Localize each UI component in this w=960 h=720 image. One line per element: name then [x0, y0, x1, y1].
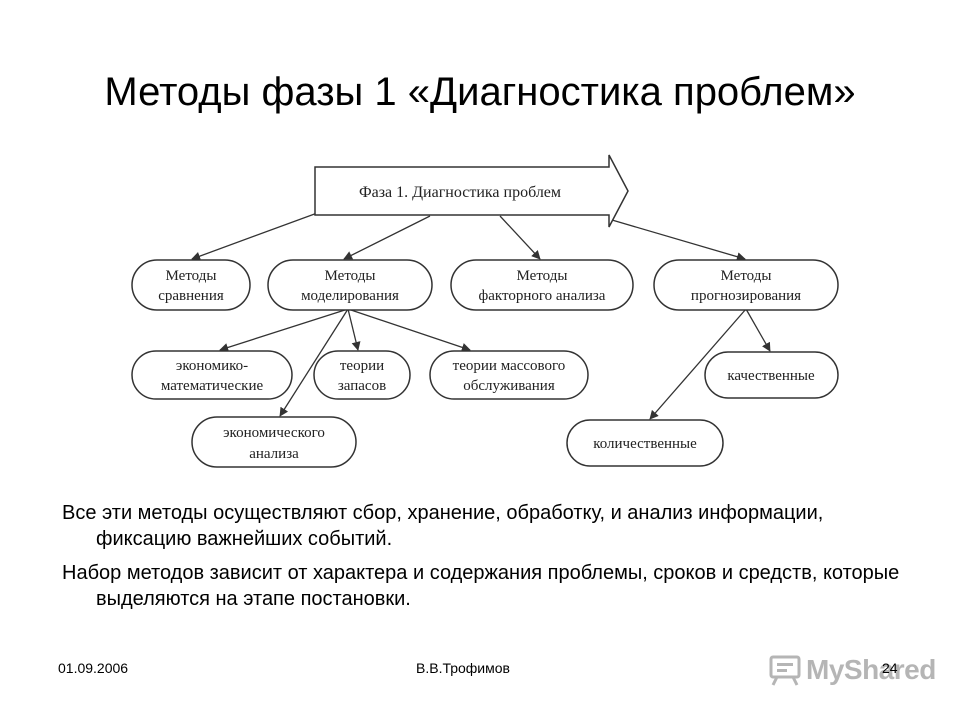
node-label-line: теории — [340, 358, 384, 374]
watermark-text: MyShared — [806, 654, 936, 685]
node-quantitative: количественные — [566, 419, 724, 467]
connector-modeling-econ-analysis — [279, 308, 349, 417]
slide-title: Методы фазы 1 «Диагностика проблем» — [104, 70, 856, 114]
connector-modeling-queueing — [347, 308, 471, 352]
footer-page-number: 24 — [882, 660, 898, 676]
node-qualitative: качественные — [704, 351, 839, 399]
node-label-line: теории массового — [453, 358, 566, 374]
paragraph: Набор методов зависит от характера и сод… — [62, 562, 900, 610]
node-label-line: математические — [161, 378, 264, 394]
node-queueing-theory: теории массового обслуживания — [429, 350, 589, 400]
node-label-line: качественные — [727, 368, 815, 384]
connectors — [191, 211, 771, 420]
footer-date: 01.09.2006 — [58, 660, 129, 676]
presentation-board-icon — [769, 655, 801, 686]
node-label-line: запасов — [338, 378, 386, 394]
node-inventory-theory: теории запасов — [313, 350, 411, 400]
watermark: MyShared — [768, 652, 936, 688]
connector-phase-modeling — [343, 215, 431, 260]
node-label-line: прогнозирования — [691, 288, 801, 304]
node-label-line: анализа — [249, 446, 299, 462]
node-label-line: Методы — [166, 268, 217, 284]
node-methods-factor: Методы факторного анализа — [450, 259, 634, 311]
node-methods-modeling: Методы моделирования — [267, 259, 433, 311]
node-label-line: количественные — [593, 436, 697, 452]
phase-arrow — [314, 154, 629, 228]
connector-phase-forecasting — [611, 219, 746, 262]
methods-diagram: Фаза 1. Диагностика проблем Методы сравн… — [131, 154, 839, 468]
node-label-line: факторного анализа — [479, 288, 606, 304]
connector-modeling-econ-math — [219, 308, 349, 352]
node-methods-forecasting: Методы прогнозирования — [653, 259, 839, 311]
node-label-line: Методы — [325, 268, 376, 284]
node-econ-analysis: экономического анализа — [191, 416, 357, 468]
connector-forecasting-quantitative — [649, 308, 747, 420]
connector-forecasting-qualitative — [745, 308, 771, 352]
paragraph: Все эти методы осуществляют сбор, хранен… — [62, 502, 824, 550]
phase-arrow-label: Фаза 1. Диагностика проблем — [359, 184, 561, 201]
node-label-line: экономического — [223, 425, 325, 441]
connector-phase-factor — [499, 215, 541, 260]
node-econ-math: экономико- математические — [131, 350, 293, 400]
node-label-line: Методы — [721, 268, 772, 284]
node-label-line: экономико- — [176, 358, 248, 374]
node-methods-comparison: Методы сравнения — [131, 259, 251, 311]
body-text: Все эти методы осуществляют сбор, хранен… — [62, 500, 922, 620]
connector-modeling-inventory — [347, 308, 361, 351]
connector-phase-comparison — [191, 211, 321, 261]
node-label-line: сравнения — [158, 288, 224, 304]
footer-author: В.В.Трофимов — [416, 660, 510, 676]
node-label-line: моделирования — [301, 288, 399, 304]
node-label-line: Методы — [517, 268, 568, 284]
node-label-line: обслуживания — [463, 378, 555, 394]
